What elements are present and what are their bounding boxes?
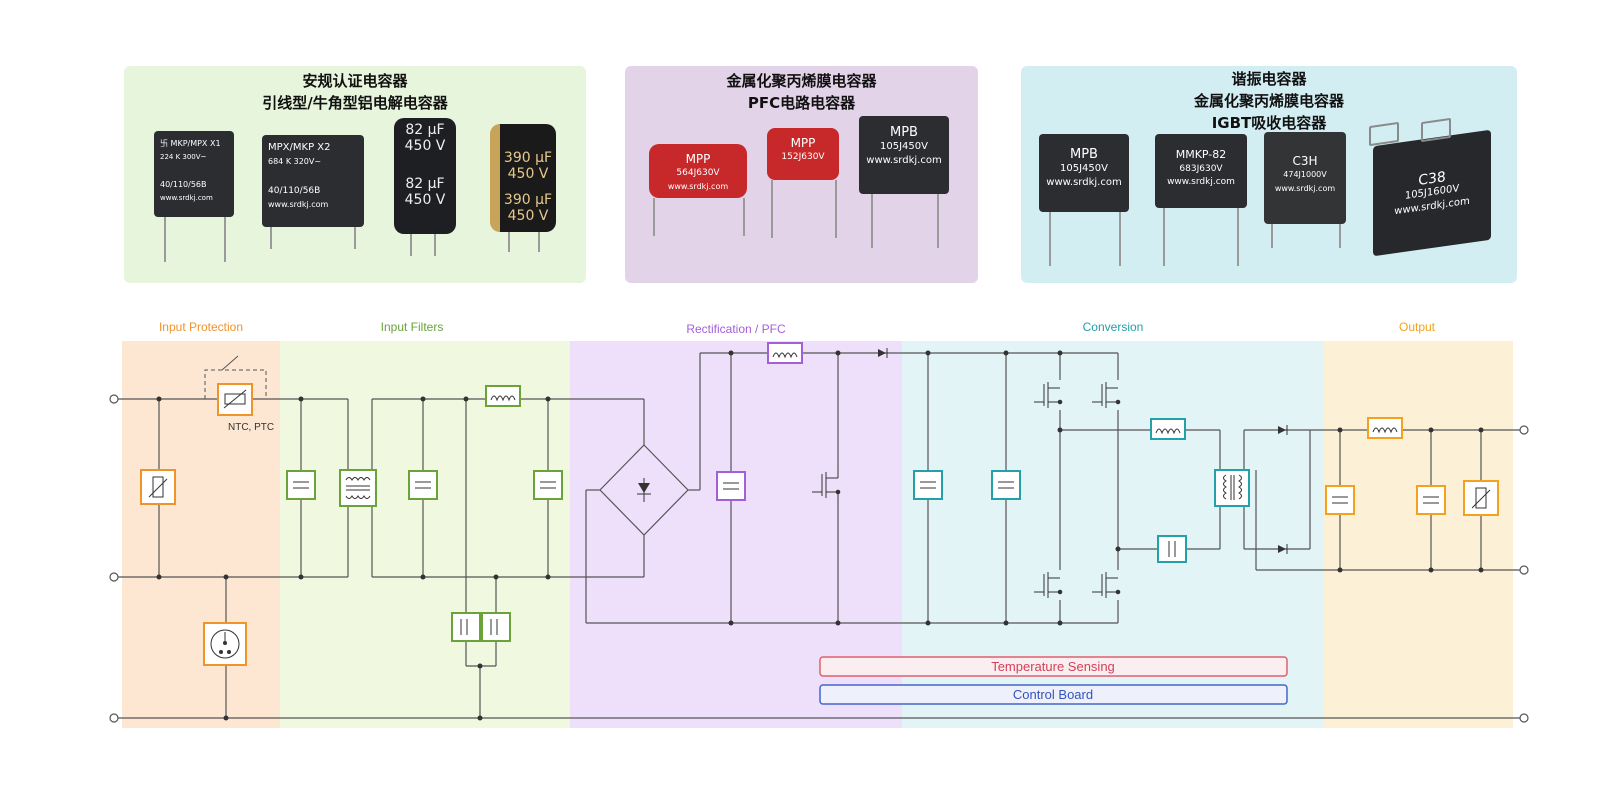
wiring bbox=[118, 352, 1520, 719]
mmkp-82-capacitor: MMKP-82 683J630V www.srdkj.com bbox=[1155, 134, 1247, 208]
x-capacitor-1 bbox=[286, 470, 316, 500]
output-varistor bbox=[1463, 480, 1499, 516]
film-capacitor-panel: 金属化聚丙烯膜电容器 PFC电路电容器 MPP 564J630V www.srd… bbox=[625, 66, 978, 283]
resonant-panel-title: 谐振电容器 金属化聚丙烯膜电容器 IGBT吸收电容器 bbox=[1193, 70, 1344, 132]
input-protection-section bbox=[122, 341, 280, 728]
safety-capacitor-panel: 安规认证电容器 引线型/牛角型铝电解电容器 卐 MKP/MPX X1 224 K… bbox=[124, 66, 586, 283]
conversion-label: Conversion bbox=[1083, 320, 1144, 334]
input-filters-section bbox=[280, 341, 570, 728]
safety-panel-title: 安规认证电容器 引线型/牛角型铝电解电容器 bbox=[262, 72, 448, 112]
c3h-474j1000v-capacitor: C3H 474J1000V www.srdkj.com bbox=[1264, 132, 1346, 224]
filter-inductor bbox=[485, 385, 521, 407]
y-capacitor-2 bbox=[481, 612, 511, 642]
input-filters-label: Input Filters bbox=[381, 320, 444, 334]
output-diode-1 bbox=[1278, 425, 1288, 435]
control-board-label: Control Board bbox=[1013, 687, 1093, 702]
mkp-x1-capacitor: 卐 MKP/MPX X1 224 K 300V~ 40/110/56B www.… bbox=[154, 131, 234, 217]
output-capacitor-1 bbox=[1325, 485, 1355, 515]
control-board-box bbox=[819, 684, 1288, 705]
output-inductor bbox=[1367, 417, 1403, 439]
temperature-sensing-label: Temperature Sensing bbox=[991, 659, 1115, 674]
resonant-capacitor bbox=[1157, 535, 1187, 563]
ntc-ptc-thermistor bbox=[204, 355, 267, 416]
pfc-mosfet bbox=[812, 470, 841, 500]
x-capacitor-2 bbox=[408, 470, 438, 500]
electrolytic-capacitor-390uf: 390 μF 450 V 390 μF 450 V bbox=[490, 124, 556, 232]
mpp-152j630v-capacitor: MPP 152J630V bbox=[767, 128, 839, 180]
film-panel-title: 金属化聚丙烯膜电容器 PFC电路电容器 bbox=[726, 72, 877, 112]
transformer bbox=[1214, 469, 1250, 507]
ntc-ptc-label: NTC, PTC bbox=[228, 422, 274, 433]
temperature-sensing-box bbox=[819, 656, 1288, 677]
varistor bbox=[140, 469, 176, 505]
resonant-inductor bbox=[1150, 418, 1186, 440]
gas-discharge-tube bbox=[203, 622, 247, 666]
mpx-x2-capacitor: MPX/MKP X2 684 K 320V~ 40/110/56B www.sr… bbox=[262, 135, 364, 227]
rectification-pfc-label: Rectification / PFC bbox=[686, 322, 786, 336]
input-protection-label: Input Protection bbox=[159, 320, 243, 334]
bridge-mosfets bbox=[1034, 382, 1121, 598]
mpp-564j630v-capacitor: MPP 564J630V www.srdkj.com bbox=[649, 144, 747, 198]
output-capacitor-2 bbox=[1416, 485, 1446, 515]
terminals bbox=[109, 394, 1529, 723]
resonant-capacitor-panel: 谐振电容器 金属化聚丙烯膜电容器 IGBT吸收电容器 MPB 105J450V … bbox=[1021, 66, 1517, 283]
bulk-capacitor-1 bbox=[913, 470, 943, 500]
output-label: Output bbox=[1399, 320, 1436, 334]
pfc-diode bbox=[878, 348, 888, 358]
x-capacitor-3 bbox=[533, 470, 563, 500]
pfc-capacitor bbox=[716, 471, 746, 501]
common-mode-choke bbox=[339, 469, 377, 507]
mpb-105j450v-capacitor: MPB 105J450V www.srdkj.com bbox=[859, 116, 949, 194]
bridge-rectifier-diode bbox=[637, 478, 651, 502]
output-section bbox=[1324, 341, 1513, 728]
mpb-105j450v-resonant-capacitor: MPB 105J450V www.srdkj.com bbox=[1039, 134, 1129, 212]
output-diode-2 bbox=[1278, 544, 1288, 554]
bulk-capacitor-2 bbox=[991, 470, 1021, 500]
pfc-inductor bbox=[767, 342, 803, 364]
electrolytic-capacitor-82uf: 82 μF 450 V 82 μF 450 V bbox=[394, 118, 456, 234]
y-capacitor-1 bbox=[451, 612, 481, 642]
junction-dots bbox=[156, 350, 1484, 721]
